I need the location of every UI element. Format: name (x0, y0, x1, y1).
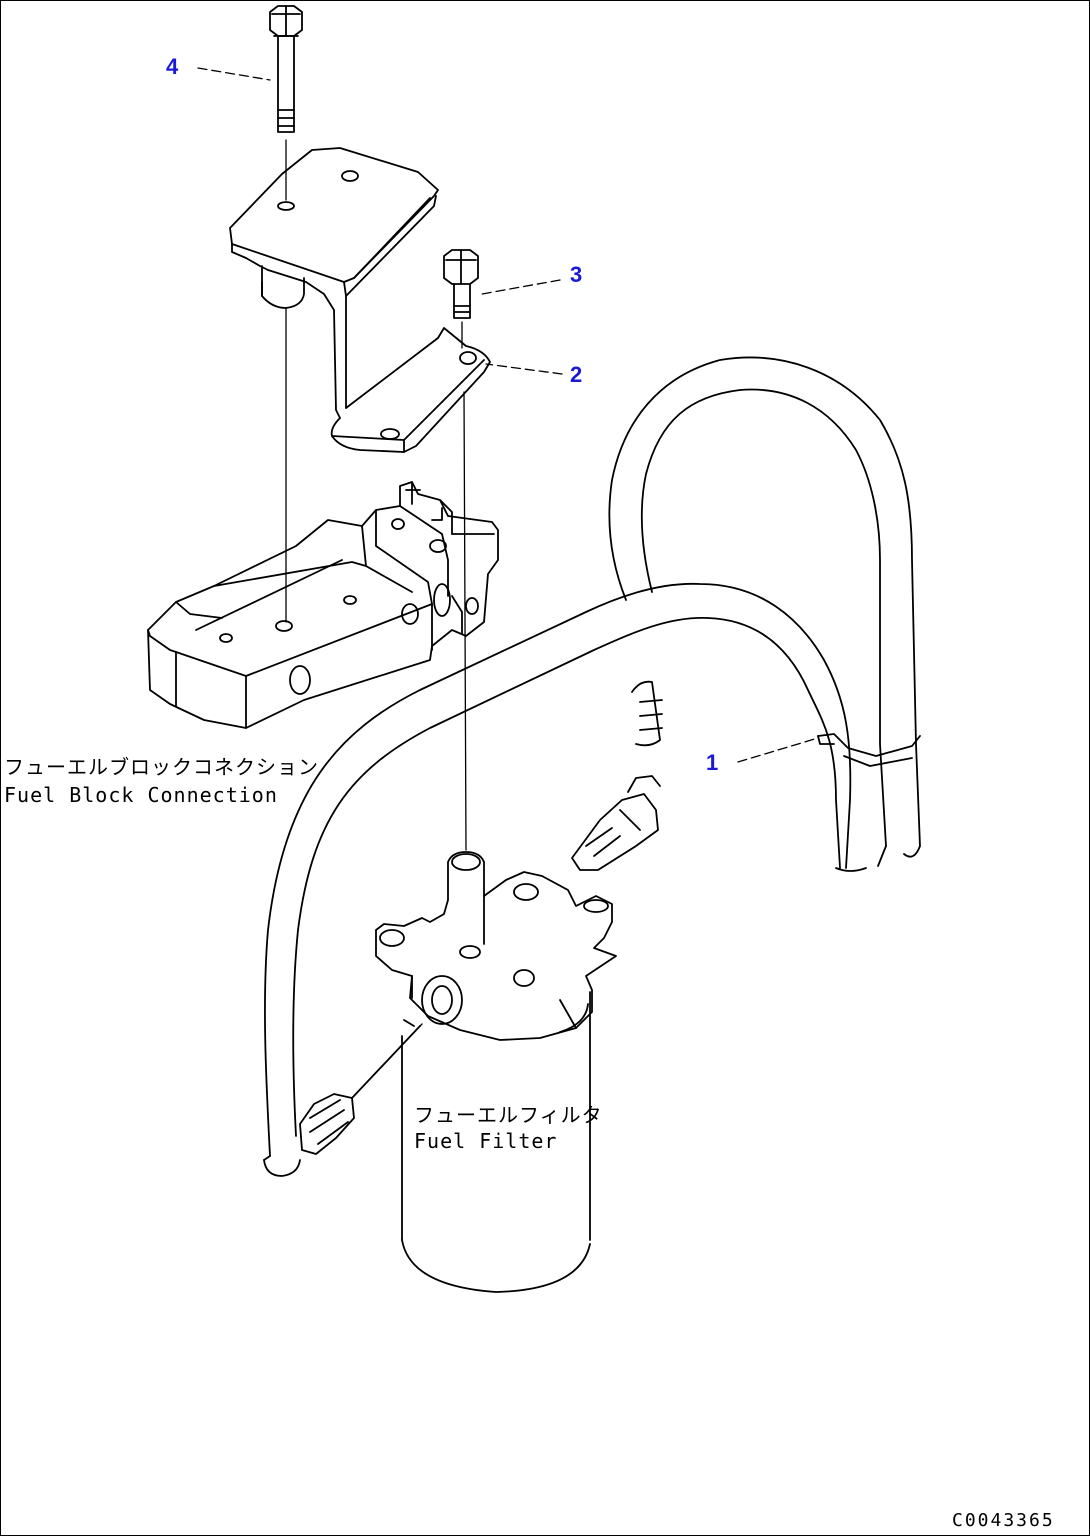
upper-bracket (229, 147, 439, 419)
filter-port-leader (351, 1023, 423, 1099)
fuel-block-label-jp: フューエルブロックコネクション (4, 755, 319, 779)
bolt-4 (269, 5, 303, 133)
hose-clamp-1 (817, 733, 921, 767)
hose-fittings (299, 680, 663, 1155)
fuel-block-label-en: Fuel Block Connection (4, 783, 278, 807)
callout-1: 1 (706, 750, 719, 775)
fuel-filter-label-en: Fuel Filter (414, 1129, 558, 1153)
fuel-hose (263, 356, 921, 1177)
bolt-3 (443, 249, 479, 319)
fuel-filter (375, 851, 617, 1293)
fuel-block-connection (147, 481, 499, 729)
callout-leaders (197, 67, 819, 763)
fuel-filter-label-jp: フューエルフィルタ (414, 1103, 603, 1127)
callout-3: 3 (570, 262, 583, 287)
callout-2: 2 (570, 362, 583, 387)
clip-2 (330, 327, 491, 453)
callout-4: 4 (166, 54, 179, 79)
drawing-code: C0043365 (952, 1510, 1055, 1531)
assembly-lines (285, 139, 467, 851)
